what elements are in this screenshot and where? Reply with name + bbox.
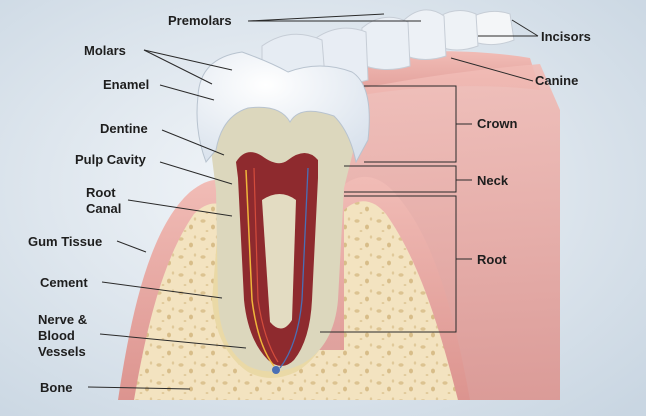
label-nerve-line2: Blood	[38, 328, 75, 343]
label-pulp-cavity: Pulp Cavity	[75, 152, 147, 167]
label-neck: Neck	[477, 173, 509, 188]
vessel-entry	[272, 366, 280, 374]
label-molars: Molars	[84, 43, 126, 58]
label-incisors: Incisors	[541, 29, 591, 44]
label-crown: Crown	[477, 116, 518, 131]
leader-lines	[87, 13, 539, 390]
label-root-canal-line2: Canal	[86, 201, 121, 216]
label-dentine: Dentine	[100, 121, 148, 136]
label-bone: Bone	[40, 380, 73, 395]
enamel	[196, 51, 370, 164]
dentine-core	[262, 194, 296, 329]
label-nerve-line1: Nerve &	[38, 312, 87, 327]
label-nerve-line3: Vessels	[38, 344, 86, 359]
main-tooth	[196, 51, 370, 378]
label-canine: Canine	[535, 73, 578, 88]
label-cement: Cement	[40, 275, 88, 290]
label-premolars: Premolars	[168, 13, 232, 28]
bone-right	[344, 201, 458, 400]
label-enamel: Enamel	[103, 77, 149, 92]
label-root-canal-line1: Root	[86, 185, 116, 200]
bone-left	[134, 203, 236, 400]
label-root: Root	[477, 252, 507, 267]
label-gum-tissue: Gum Tissue	[28, 234, 102, 249]
